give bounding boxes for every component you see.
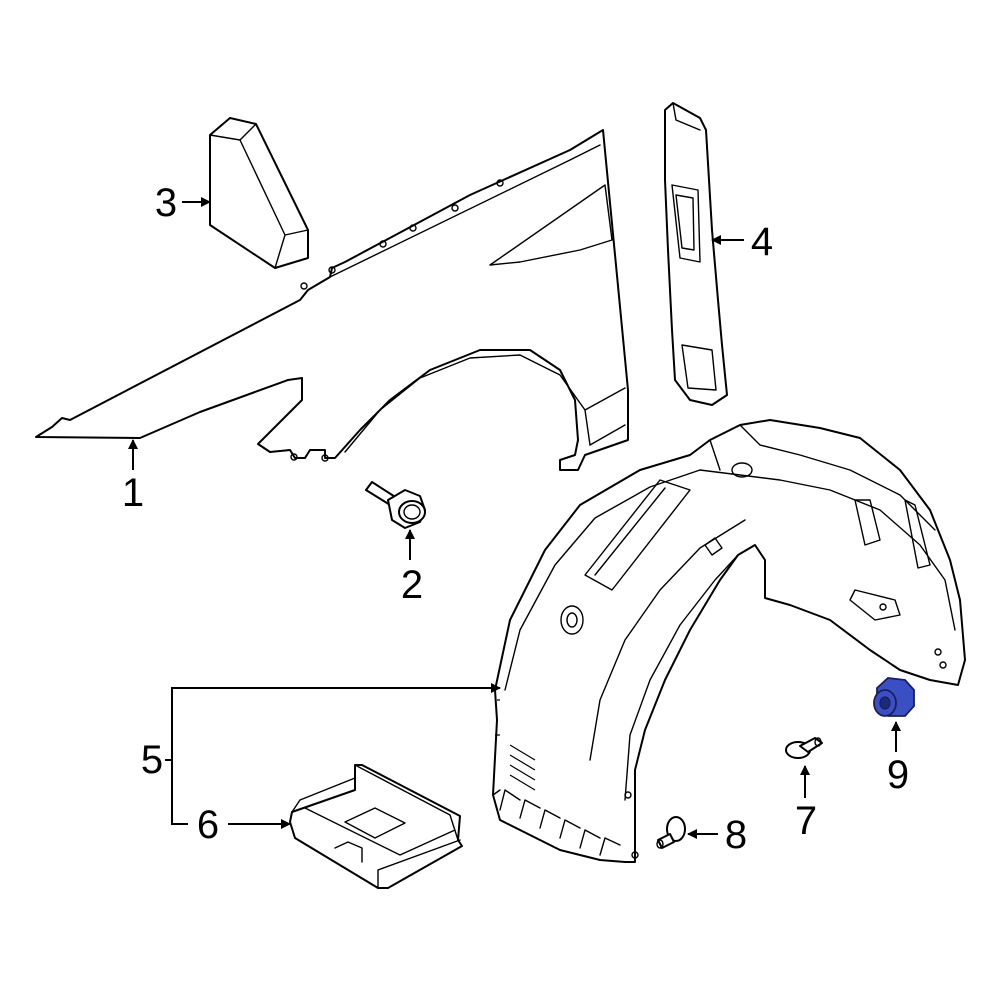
nut-part[interactable]	[873, 677, 915, 717]
callout-8: 8	[725, 813, 747, 857]
push-pin-8-part[interactable]	[656, 816, 686, 849]
shield-part[interactable]	[289, 764, 463, 889]
callout-2: 2	[401, 563, 423, 607]
callout-1: 1	[122, 471, 144, 515]
side-bracket-part[interactable]	[664, 102, 728, 406]
fender-liner-part[interactable]	[492, 419, 966, 863]
callout-4: 4	[751, 220, 773, 264]
callout-labels: 1 2 3 4 5 6 7 8 9	[122, 181, 909, 857]
callout-3: 3	[155, 181, 177, 225]
callout-7: 7	[795, 799, 817, 843]
leader-lines	[128, 197, 901, 839]
bolt-part[interactable]	[365, 481, 426, 529]
push-pin-7-part[interactable]	[785, 737, 823, 759]
callout-5: 5	[141, 738, 163, 782]
callout-6: 6	[197, 803, 219, 847]
leader-5-bracket	[171, 683, 501, 760]
insulator-part[interactable]	[209, 117, 309, 269]
leader-6-bracket	[171, 760, 188, 825]
callout-9: 9	[887, 753, 909, 797]
fender-part[interactable]	[35, 129, 629, 471]
